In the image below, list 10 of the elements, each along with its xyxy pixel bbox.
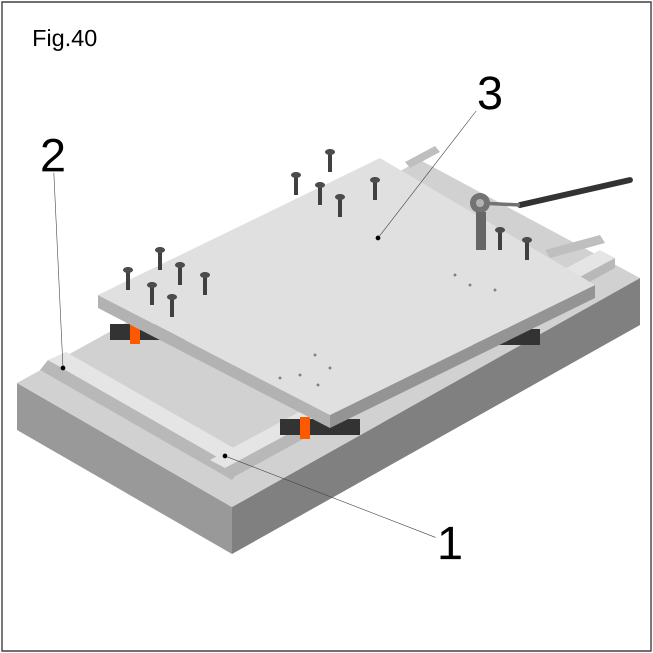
leader-line [54, 172, 64, 366]
callout-number: 1 [440, 526, 461, 560]
point-marker [60, 366, 66, 370]
callout-number: 2 [42, 138, 64, 172]
leader-line [379, 110, 476, 236]
figure-label: Fig.40 [34, 29, 96, 51]
point-marker [376, 236, 380, 240]
point-marker [222, 454, 228, 458]
callout-number: 3 [478, 76, 501, 110]
leader-line [227, 456, 436, 538]
